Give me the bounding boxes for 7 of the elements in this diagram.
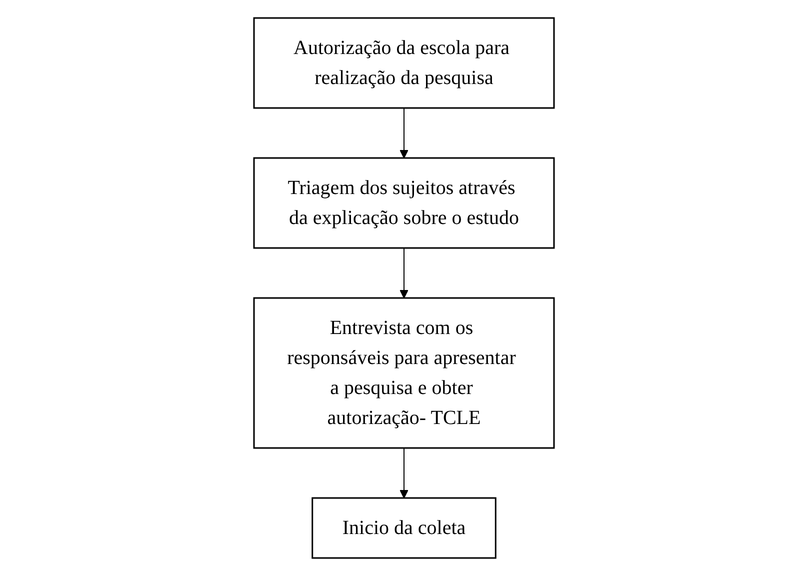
arrow xyxy=(400,247,408,298)
node-box: Entrevista com os responsáveis para apresentar a pesquisa e obter autorização- TCLE xyxy=(253,296,555,448)
node-box: Triagem dos sujeitos através da explicação sobre o estudo xyxy=(253,156,555,248)
arrow xyxy=(400,107,408,158)
node-box: Inicio da coleta xyxy=(312,496,496,558)
arrow xyxy=(400,447,408,498)
node-box: Autorização da escola para realização da pesquisa xyxy=(253,16,555,108)
